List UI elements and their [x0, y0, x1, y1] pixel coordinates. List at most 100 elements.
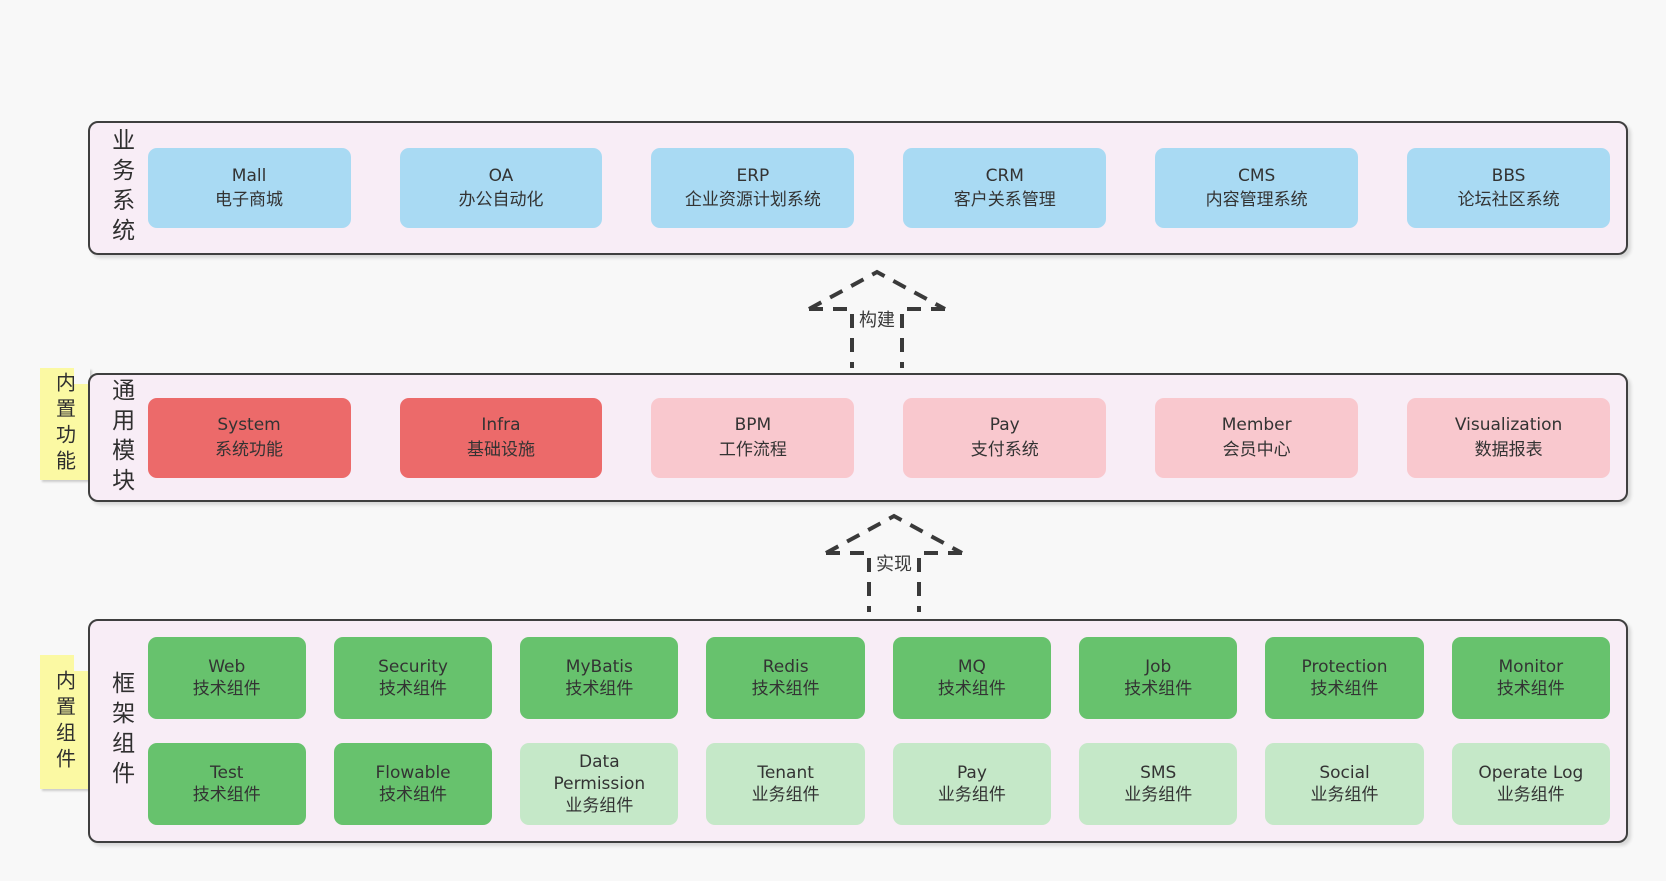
box-subtitle: 系统功能 — [215, 439, 284, 460]
box-flowable: Flowable 技术组件 — [333, 743, 493, 825]
framework-box-row-1: Web 技术组件 Security 技术组件 MyBatis 技术组件 Redi… — [147, 637, 1610, 719]
box-subtitle: 技术组件 — [1310, 679, 1379, 699]
box-cms: CMS 内容管理系统 — [1155, 148, 1359, 228]
box-subtitle: 业务组件 — [1496, 785, 1565, 805]
build-arrow-label: 构建 — [855, 305, 899, 333]
box-subtitle: 基础设施 — [466, 439, 535, 460]
business-box-row: Mall 电子商城 OA 办公自动化 ERP 企业资源计划系统 CRM 客户关系… — [147, 148, 1611, 228]
box-erp: ERP 企业资源计划系统 — [651, 148, 855, 228]
framework-box-row-2: Test 技术组件 Flowable 技术组件 Data Permission … — [147, 743, 1610, 825]
box-subtitle: 业务组件 — [1124, 785, 1193, 805]
implement-arrow: 实现 — [823, 512, 965, 612]
box-title: Data Permission — [553, 751, 646, 794]
box-visualization: Visualization 数据报表 — [1407, 397, 1611, 478]
box-title: OA — [488, 165, 514, 186]
box-title: Infra — [481, 415, 521, 436]
box-title: Mall — [231, 165, 267, 186]
box-title: Monitor — [1498, 656, 1564, 677]
box-subtitle: 论坛社区系统 — [1457, 190, 1560, 210]
box-protection: Protection 技术组件 — [1265, 637, 1424, 719]
box-crm: CRM 客户关系管理 — [903, 148, 1107, 228]
box-subtitle: 会员中心 — [1222, 439, 1291, 460]
box-infra: Infra 基础设施 — [399, 397, 603, 478]
box-title: CRM — [985, 165, 1024, 186]
folded-corner-cut — [74, 655, 90, 671]
box-mybatis: MyBatis 技术组件 — [520, 637, 679, 719]
box-title: Pay — [989, 415, 1020, 436]
box-subtitle: 业务组件 — [565, 796, 634, 817]
box-bbs: BBS 论坛社区系统 — [1407, 148, 1611, 228]
layer-business-systems: 业务系统 Mall 电子商城 OA 办公自动化 ERP 企业资源计划系统 CRM… — [88, 121, 1628, 255]
implement-arrow-label: 实现 — [872, 549, 916, 577]
box-title: BPM — [734, 415, 772, 436]
box-subtitle: 技术组件 — [379, 785, 448, 805]
box-title: System — [217, 415, 281, 436]
box-subtitle: 技术组件 — [751, 679, 820, 699]
box-job: Job 技术组件 — [1079, 637, 1238, 719]
sticky-note-builtin-components: 内置组件 — [40, 655, 90, 789]
framework-rows: Web 技术组件 Security 技术组件 MyBatis 技术组件 Redi… — [147, 637, 1610, 825]
box-test: Test 技术组件 — [147, 743, 306, 825]
sticky-note-text: 内置组件 — [52, 670, 77, 774]
box-title: ERP — [736, 165, 770, 186]
layer-label-common-modules: 通用模块 — [107, 377, 134, 498]
folded-corner-cut — [74, 368, 90, 384]
box-mall: Mall 电子商城 — [147, 148, 351, 228]
box-title: Test — [210, 762, 244, 783]
layer-label-framework-components: 框架组件 — [107, 671, 134, 791]
box-subtitle: 技术组件 — [192, 785, 261, 805]
box-subtitle: 业务组件 — [937, 785, 1006, 805]
box-oa: OA 办公自动化 — [399, 148, 603, 228]
box-title: Web — [208, 656, 246, 677]
box-subtitle: 支付系统 — [970, 439, 1039, 460]
box-title: MyBatis — [565, 656, 633, 677]
box-redis: Redis 技术组件 — [706, 637, 865, 719]
box-subtitle: 业务组件 — [751, 785, 820, 805]
build-arrow: 构建 — [806, 268, 948, 368]
box-social: Social 业务组件 — [1265, 743, 1424, 825]
box-subtitle: 技术组件 — [565, 679, 634, 699]
box-subtitle: 技术组件 — [1496, 679, 1565, 699]
box-subtitle: 工作流程 — [718, 439, 787, 460]
box-subtitle: 数据报表 — [1474, 439, 1543, 460]
box-title: BBS — [1491, 165, 1526, 186]
box-pay: Pay 支付系统 — [903, 397, 1107, 478]
box-title: Operate Log — [1478, 762, 1584, 783]
box-tenant: Tenant 业务组件 — [706, 743, 865, 825]
up-arrow-icon — [808, 269, 946, 368]
box-operate-log: Operate Log 业务组件 — [1451, 743, 1610, 825]
box-member: Member 会员中心 — [1155, 397, 1359, 478]
box-title: Security — [378, 656, 448, 677]
box-pay-business: Pay 业务组件 — [892, 743, 1052, 825]
box-subtitle: 技术组件 — [937, 679, 1006, 699]
box-title: MQ — [957, 656, 986, 677]
box-title: Social — [1319, 762, 1370, 783]
box-sms: SMS 业务组件 — [1079, 743, 1238, 825]
box-mq: MQ 技术组件 — [892, 637, 1052, 719]
box-subtitle: 办公自动化 — [458, 190, 544, 210]
box-subtitle: 电子商城 — [215, 190, 284, 210]
box-title: Visualization — [1454, 415, 1563, 436]
box-title: Job — [1145, 656, 1172, 677]
layer-common-modules: 通用模块 System 系统功能 Infra 基础设施 BPM 工作流程 Pay… — [88, 373, 1628, 502]
box-subtitle: 业务组件 — [1310, 785, 1379, 805]
box-subtitle: 技术组件 — [1124, 679, 1193, 699]
box-subtitle: 客户关系管理 — [953, 190, 1056, 210]
box-title: SMS — [1140, 762, 1177, 783]
box-title: Pay — [956, 762, 987, 783]
layer-label-business-systems: 业务系统 — [107, 128, 134, 248]
box-title: Protection — [1301, 656, 1388, 677]
layer-framework-components: 框架组件 Web 技术组件 Security 技术组件 MyBatis 技术组件… — [88, 619, 1628, 843]
box-title: CMS — [1238, 165, 1276, 186]
box-subtitle: 企业资源计划系统 — [684, 190, 821, 210]
box-subtitle: 技术组件 — [379, 679, 448, 699]
sticky-note-text: 内置功能 — [52, 372, 77, 476]
box-title: Tenant — [757, 762, 814, 783]
sticky-note-builtin-functions: 内置功能 — [40, 368, 90, 480]
up-arrow-icon — [825, 513, 963, 612]
box-system: System 系统功能 — [147, 397, 351, 478]
box-subtitle: 技术组件 — [192, 679, 261, 699]
box-title: Member — [1221, 415, 1292, 436]
box-title: Redis — [762, 656, 809, 677]
box-data-permission: Data Permission 业务组件 — [520, 743, 679, 825]
